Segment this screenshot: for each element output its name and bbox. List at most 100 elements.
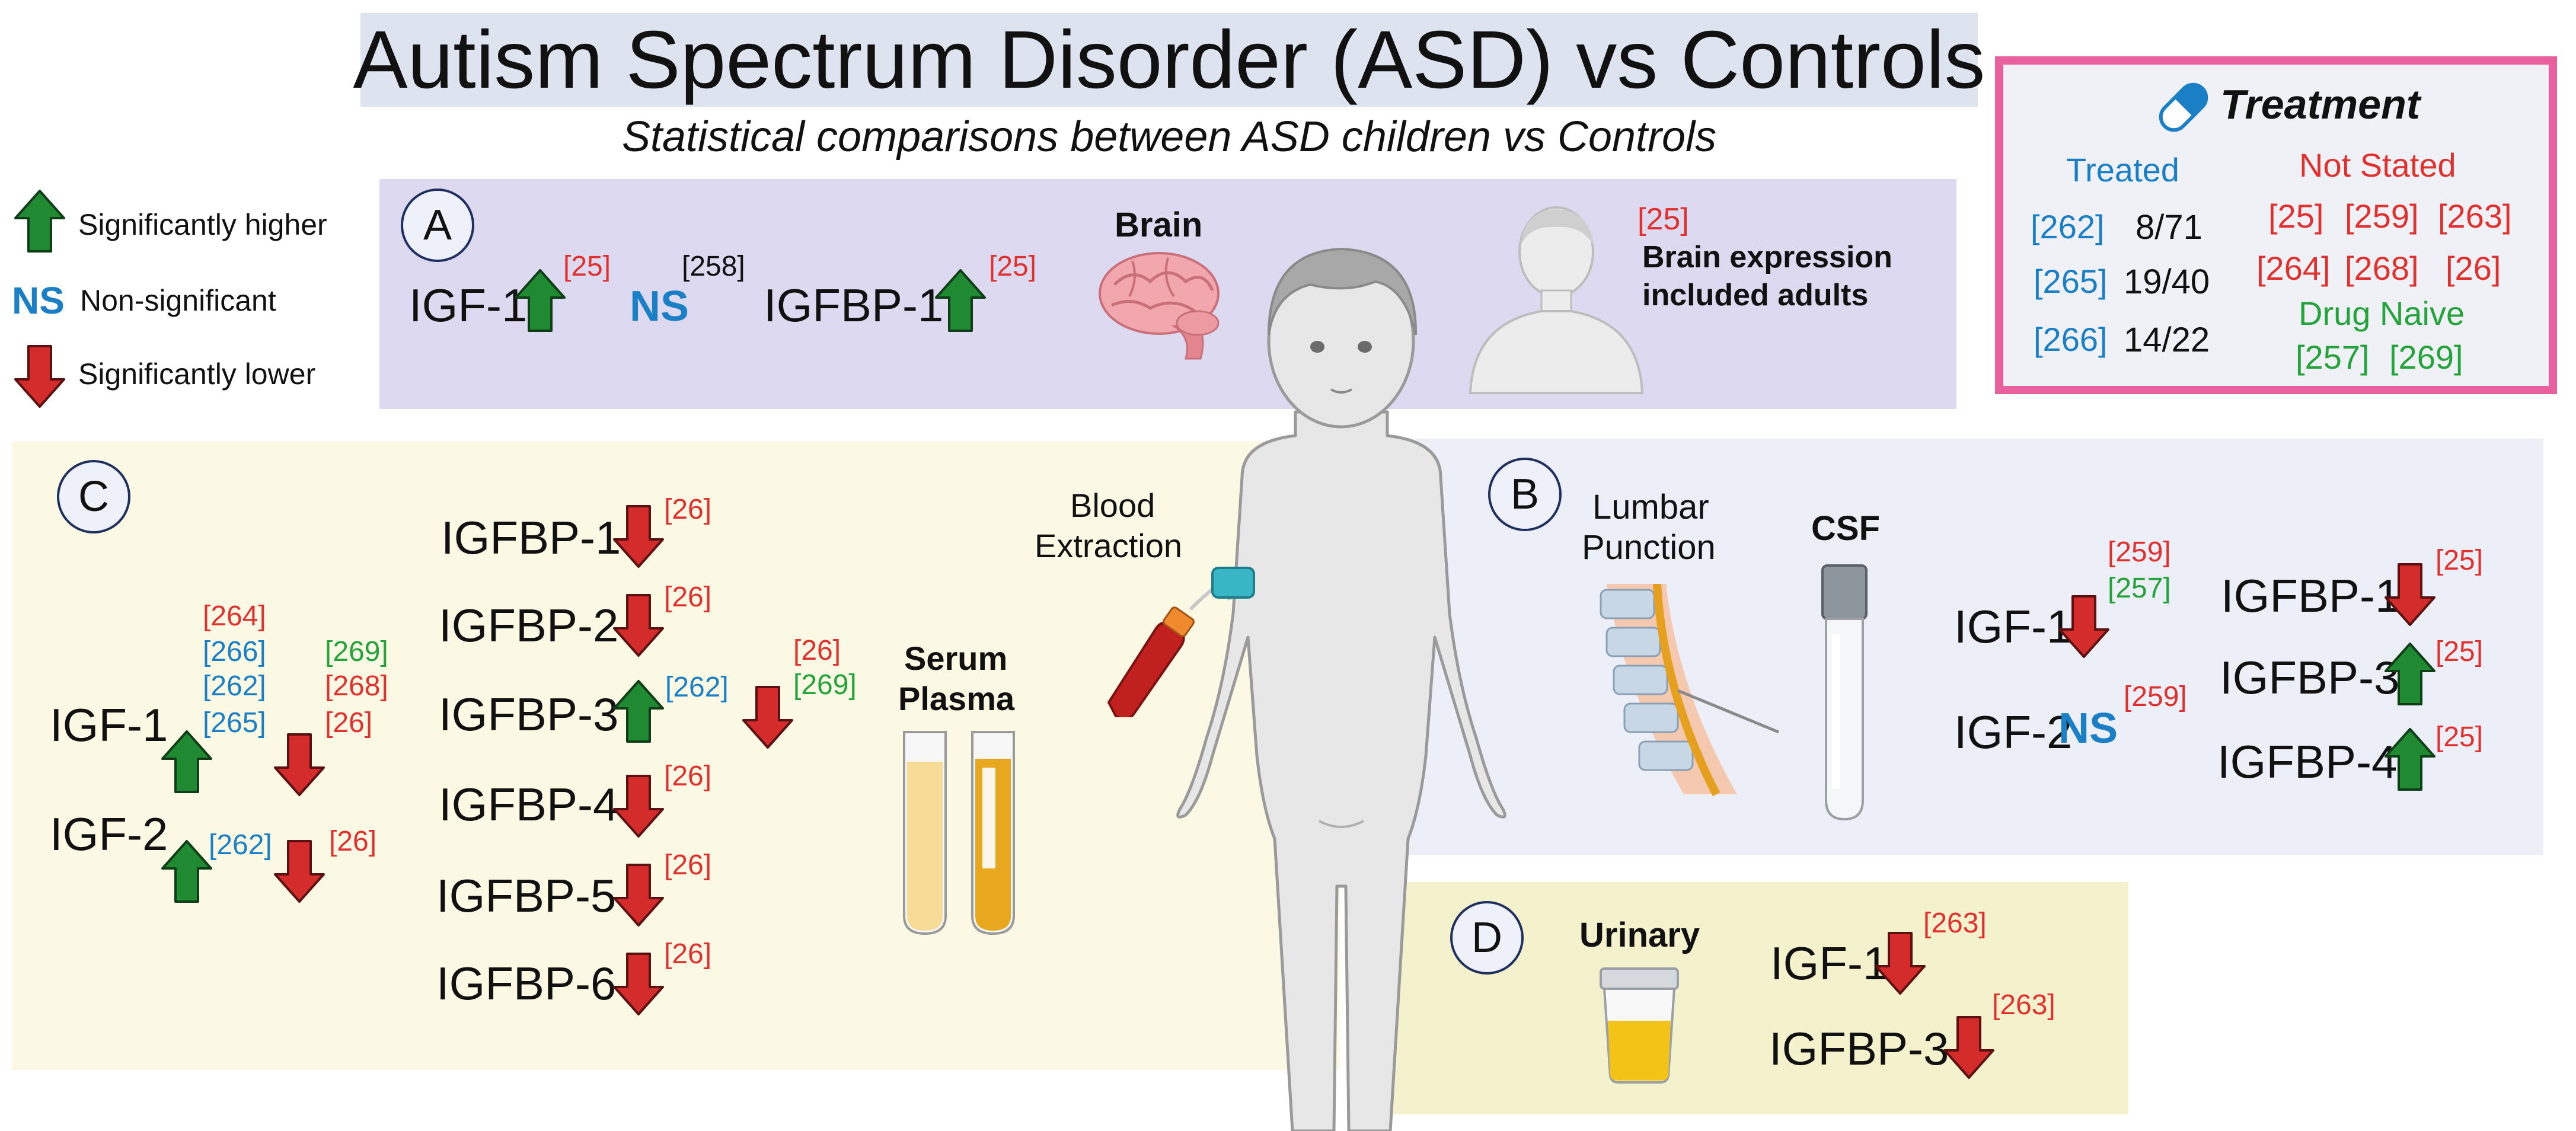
serum-plasma-tubes-icon xyxy=(903,731,1015,935)
drug-naive-header: Drug Naive xyxy=(2299,295,2465,332)
panel-c-igf2-up-ref: [262] xyxy=(209,829,272,861)
title-background xyxy=(360,13,1978,107)
panel-a-brain-label: Brain xyxy=(1115,206,1203,244)
treated-value-1: 8/71 xyxy=(2136,208,2202,247)
page-title: Autism Spectrum Disorder (ASD) vs Contro… xyxy=(353,14,1986,106)
blood-extraction-label-1: Blood xyxy=(1070,487,1155,524)
legend-lower-label: Significantly lower xyxy=(78,357,316,391)
panel-b-igfbp3-up-arrow-icon xyxy=(2383,641,2437,707)
not-stated-ref-6: [26] xyxy=(2446,250,2501,287)
not-stated-ref-1: [25] xyxy=(2268,197,2324,235)
panel-a-ns-ref: [258] xyxy=(682,251,745,282)
panel-c-letter: C xyxy=(57,460,130,533)
panel-c-igfbp1-ref: [26] xyxy=(664,494,712,525)
panel-a-adult-note-2: included adults xyxy=(1642,278,1869,312)
panel-c-igf1-up-ref-4: [265] xyxy=(203,707,266,739)
panel-a-igf1-label: IGF-1 xyxy=(409,279,528,331)
treated-header: Treated xyxy=(2066,151,2179,188)
panel-b-igf1-down-arrow-icon xyxy=(2057,594,2111,659)
csf-tube-icon xyxy=(1821,564,1868,821)
panel-b-igfbp3-label: IGFBP-3 xyxy=(2220,651,2400,704)
panel-d-igfbp3-label: IGFBP-3 xyxy=(1769,1023,1949,1075)
urine-cup-icon xyxy=(1600,967,1679,1084)
lumbar-label-2: Punction xyxy=(1582,528,1716,567)
panel-c-igfbp3-down-ref-1: [26] xyxy=(793,635,841,666)
panel-c-background xyxy=(12,442,1340,1070)
panel-c-igf1-label: IGF-1 xyxy=(50,699,168,751)
panel-c-igfbp3-down-ref-2: [269] xyxy=(793,669,857,701)
plasma-label: Plasma xyxy=(898,680,1015,717)
panel-b-igfbp1-down-arrow-icon xyxy=(2383,562,2437,627)
treated-ref-3: [266] xyxy=(2034,321,2108,358)
panel-c-igfbp4-down-arrow-icon xyxy=(612,774,665,839)
panel-b-igfbp4-label: IGFBP-4 xyxy=(2217,736,2398,788)
panel-c-igf1-down-arrow-icon xyxy=(273,732,326,797)
pill-icon xyxy=(2159,82,2208,132)
panel-b-igf1-label: IGF-1 xyxy=(1954,600,2073,653)
panel-c-igfbp3-label: IGFBP-3 xyxy=(439,688,619,740)
panel-c-igfbp5-ref: [26] xyxy=(664,849,712,881)
panel-a-igfbp1-up-arrow-icon xyxy=(934,268,987,333)
legend-ns-label: Non-significant xyxy=(80,284,276,317)
panel-b-igfbp4-ref: [25] xyxy=(2435,721,2484,753)
panel-c-igfbp4-ref: [26] xyxy=(664,761,712,792)
brain-icon xyxy=(1099,252,1220,360)
panel-a-igf1-up-arrow-icon xyxy=(513,268,567,333)
panel-d-igfbp3-ref: [263] xyxy=(1992,989,2055,1021)
panel-c-igf1-down-ref-1: [269] xyxy=(325,636,388,667)
panel-c-igfbp3-up-ref: [262] xyxy=(665,672,729,703)
not-stated-ref-2: [259] xyxy=(2345,197,2419,235)
panel-a-adult-ref: [25] xyxy=(1637,202,1689,237)
panel-c-igfbp5-down-arrow-icon xyxy=(612,862,665,928)
panel-c-igfbp4-label: IGFBP-4 xyxy=(439,778,619,830)
blood-extraction-label-2: Extraction xyxy=(1035,527,1182,564)
panel-b-igf2-ref: [259] xyxy=(2124,681,2187,713)
lumbar-label-1: Lumbar xyxy=(1592,488,1709,526)
panel-d-igf1-label: IGF-1 xyxy=(1770,937,1889,989)
panel-c-igfbp2-down-arrow-icon xyxy=(612,593,665,658)
panel-d-igfbp3-down-arrow-icon xyxy=(1942,1015,1996,1080)
panel-b-igfbp3-ref: [25] xyxy=(2435,636,2484,667)
not-stated-header: Not Stated xyxy=(2299,146,2456,184)
panel-b-igf1-ref-2: [257] xyxy=(2108,573,2171,604)
panel-c-igf1-down-ref-2: [268] xyxy=(325,670,388,702)
treatment-title: Treatment xyxy=(2220,81,2421,127)
child-figure xyxy=(1176,247,1506,1131)
panel-c-igfbp6-label: IGFBP-6 xyxy=(436,957,617,1009)
panel-c-igfbp2-label: IGFBP-2 xyxy=(439,599,619,651)
panel-a-igf1-ref: [25] xyxy=(563,251,611,282)
legend-higher-label: Significantly higher xyxy=(78,208,327,241)
panel-b-igf2-ns-symbol: NS xyxy=(2058,705,2118,752)
panel-c-igfbp6-down-arrow-icon xyxy=(612,951,665,1017)
panel-d-igf1-ref: [263] xyxy=(1923,908,1987,939)
panel-c-igf1-down-ref-3: [26] xyxy=(325,707,373,739)
panel-b-igfbp1-ref: [25] xyxy=(2435,545,2484,576)
subtitle: Statistical comparisons between ASD chil… xyxy=(621,113,1717,161)
treated-ref-2: [265] xyxy=(2034,263,2108,300)
panel-a-igfbp1-label: IGFBP-1 xyxy=(764,279,944,331)
panel-b-igfbp4-up-arrow-icon xyxy=(2383,727,2437,792)
legend-down-arrow-icon xyxy=(13,344,66,409)
treated-ref-1: [262] xyxy=(2031,208,2105,245)
panel-a-adult-note-1: Brain expression xyxy=(1642,240,1892,274)
drug-naive-ref-2: [269] xyxy=(2389,338,2463,376)
panel-c-igf2-label: IGF-2 xyxy=(50,808,168,860)
panel-c-igf1-up-ref-1: [264] xyxy=(203,600,266,632)
panel-c-igf2-down-ref: [26] xyxy=(329,826,377,857)
panel-a-ns-symbol: NS xyxy=(630,283,690,330)
not-stated-ref-5: [268] xyxy=(2345,250,2419,287)
treatment-box xyxy=(1995,56,2557,394)
adult-bust-icon xyxy=(1469,206,1644,394)
panel-c-igf1-up-ref-2: [266] xyxy=(203,636,266,667)
panel-b-igfbp1-label: IGFBP-1 xyxy=(2221,570,2401,622)
urinary-label: Urinary xyxy=(1579,916,1700,954)
legend-ns-symbol: NS xyxy=(12,279,65,322)
csf-label: CSF xyxy=(1811,509,1880,548)
panel-b-igf2-label: IGF-2 xyxy=(1954,706,2073,758)
panel-c-igf2-down-arrow-icon xyxy=(273,839,326,904)
treated-value-3: 14/22 xyxy=(2124,321,2210,359)
panel-d-letter: D xyxy=(1450,901,1524,975)
tourniquet-icon xyxy=(1211,567,1255,599)
panel-c-igf2-up-arrow-icon xyxy=(160,839,213,904)
legend-up-arrow-icon xyxy=(13,188,66,254)
